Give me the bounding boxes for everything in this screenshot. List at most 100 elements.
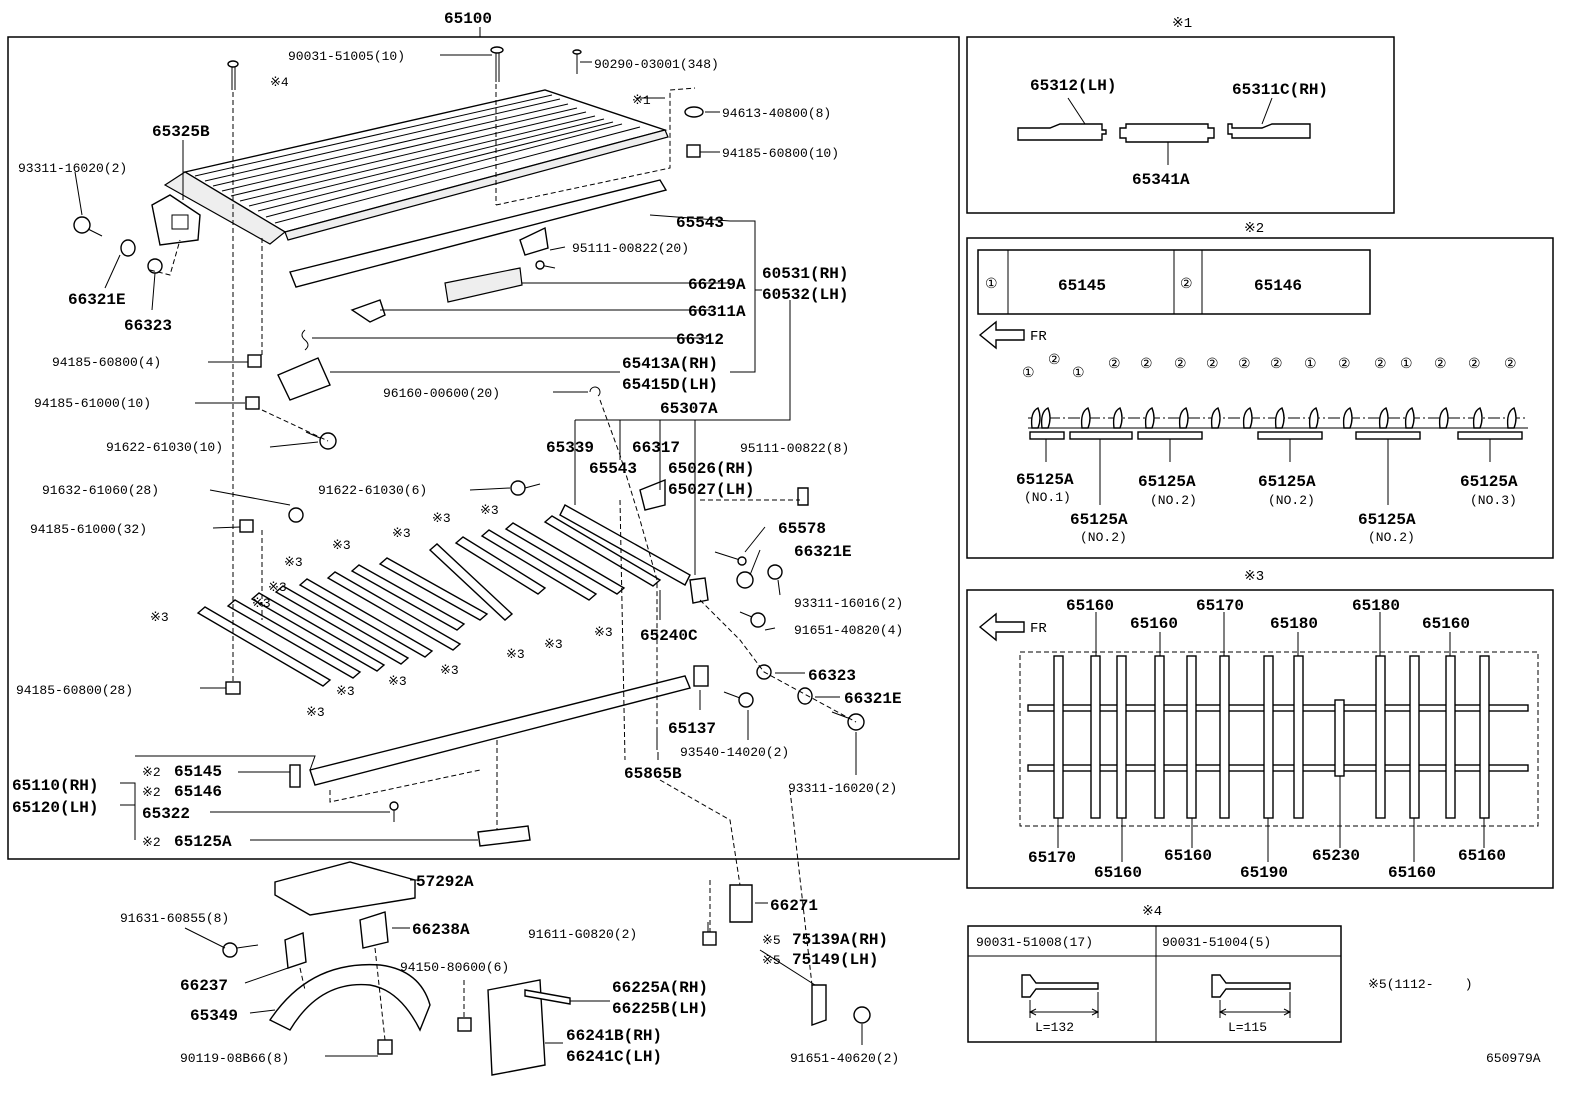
svg-text:65190: 65190 — [1240, 864, 1288, 882]
note3-title: ※3 — [1244, 569, 1264, 585]
svg-text:75149(LH): 75149(LH) — [792, 951, 878, 969]
svg-text:66219A: 66219A — [688, 276, 746, 294]
bolt-icon — [853, 1006, 871, 1024]
leader-lines — [74, 54, 863, 1057]
svg-text:60531(RH): 60531(RH) — [762, 265, 848, 283]
svg-text:94185-61000(32): 94185-61000(32) — [30, 522, 147, 537]
svg-text:93311-16020(2): 93311-16020(2) — [788, 781, 897, 796]
svg-text:93311-16020(2): 93311-16020(2) — [18, 161, 127, 176]
svg-text:※5: ※5 — [762, 933, 781, 948]
svg-text:②: ② — [1468, 357, 1481, 373]
svg-text:65125A: 65125A — [1070, 511, 1128, 529]
washer-icon — [147, 258, 163, 274]
svg-text:(NO.1): (NO.1) — [1024, 490, 1071, 505]
svg-text:65240C: 65240C — [640, 627, 698, 645]
bolt-icon — [1021, 974, 1100, 1018]
collar-icon — [120, 239, 136, 257]
svg-text:91622-61030(10): 91622-61030(10) — [106, 440, 223, 455]
main-panel-frame — [7, 36, 960, 860]
svg-text:65415D(LH): 65415D(LH) — [622, 376, 718, 394]
svg-text:57292A: 57292A — [416, 873, 474, 891]
note2-legend-part-1: 65145 — [1058, 277, 1106, 295]
svg-text:65160: 65160 — [1458, 847, 1506, 865]
svg-text:※3: ※3 — [506, 647, 525, 662]
bolt-icon — [1211, 974, 1292, 1018]
svg-text:※2: ※2 — [142, 765, 161, 780]
svg-text:95111-00822(8): 95111-00822(8) — [740, 441, 849, 456]
svg-text:65543: 65543 — [676, 214, 724, 232]
svg-text:66321E: 66321E — [794, 543, 852, 561]
svg-text:66241C(LH): 66241C(LH) — [566, 1048, 662, 1066]
svg-text:65230: 65230 — [1312, 847, 1360, 865]
svg-text:(NO.2): (NO.2) — [1080, 530, 1127, 545]
note2-clips — [1030, 407, 1517, 429]
note1-left-label: 65312(LH) — [1030, 77, 1116, 95]
svg-text:65125A: 65125A — [1016, 471, 1074, 489]
note2-direction: FR — [1030, 329, 1047, 345]
washer-icon — [684, 106, 704, 118]
svg-text:②: ② — [1048, 353, 1061, 369]
svg-text:※2: ※2 — [142, 785, 161, 800]
svg-text:65339: 65339 — [546, 439, 594, 457]
svg-text:②: ② — [1108, 357, 1121, 373]
svg-text:65543: 65543 — [589, 460, 637, 478]
nut-icon — [245, 396, 260, 410]
svg-text:93540-14020(2): 93540-14020(2) — [680, 745, 789, 760]
svg-text:65145: 65145 — [174, 763, 222, 781]
bracket-66237 — [284, 932, 307, 969]
main-labels: 90031-51005(10) 90290-03001(348) ※4 ※1 9… — [12, 49, 903, 1066]
cap-icon — [289, 764, 301, 788]
svg-text:66321E: 66321E — [844, 690, 902, 708]
note4-col2-length: L=115 — [1228, 1020, 1267, 1035]
clip-icon — [301, 329, 309, 351]
svg-text:65125A: 65125A — [1460, 473, 1518, 491]
svg-text:65349: 65349 — [190, 1007, 238, 1025]
svg-text:65160: 65160 — [1066, 597, 1114, 615]
bolt-icon — [490, 46, 504, 82]
svg-text:66225B(LH): 66225B(LH) — [612, 1000, 708, 1018]
svg-text:65578: 65578 — [778, 520, 826, 538]
svg-text:65125A: 65125A — [1358, 511, 1416, 529]
bolt-icon — [767, 564, 783, 580]
collar-icon — [736, 571, 754, 589]
svg-text:②: ② — [1504, 357, 1517, 373]
note2-panel-frame — [966, 237, 1554, 559]
nut-icon — [239, 519, 254, 533]
bolt-icon — [831, 711, 865, 731]
svg-text:91631-60855(8): 91631-60855(8) — [120, 911, 229, 926]
svg-text:66238A: 66238A — [412, 921, 470, 939]
svg-text:※2: ※2 — [142, 835, 161, 850]
svg-text:※3: ※3 — [150, 610, 169, 625]
pin-icon — [589, 386, 601, 397]
svg-text:66317: 66317 — [632, 439, 680, 457]
svg-text:95111-00822(20): 95111-00822(20) — [572, 241, 689, 256]
svg-text:66241B(RH): 66241B(RH) — [566, 1027, 662, 1045]
block-icon — [693, 665, 709, 687]
bolt-icon — [510, 480, 541, 496]
plate-icon — [277, 357, 331, 401]
svg-text:※3: ※3 — [336, 684, 355, 699]
svg-text:※3: ※3 — [268, 580, 287, 595]
note2-title: ※2 — [1244, 221, 1264, 237]
svg-text:94185-60800(4): 94185-60800(4) — [52, 355, 161, 370]
svg-text:90119-08B66(8): 90119-08B66(8) — [180, 1051, 289, 1066]
svg-text:94185-61000(10): 94185-61000(10) — [34, 396, 151, 411]
svg-text:65160: 65160 — [1388, 864, 1436, 882]
note2-markers: ① ② ① ② ② ② ② ② ② ① ② ② ① ② ② ② — [1022, 353, 1517, 382]
svg-text:66323: 66323 — [808, 667, 856, 685]
bracket-66238a — [359, 911, 389, 949]
nut-icon — [225, 681, 241, 695]
svg-text:66237: 66237 — [180, 977, 228, 995]
svg-text:66271: 66271 — [770, 897, 818, 915]
note5-text: ※5(1112- ) — [1368, 977, 1473, 992]
clip-icon — [519, 226, 549, 256]
note3-cross-members — [1053, 655, 1490, 819]
note3-panel-frame — [966, 589, 1554, 889]
cover-57292a — [274, 861, 416, 916]
svg-text:①: ① — [1304, 357, 1317, 373]
note3-leaders — [1057, 612, 1485, 862]
rail-65339 — [559, 504, 691, 586]
note4-title: ※4 — [1142, 904, 1162, 920]
svg-text:②: ② — [1174, 357, 1187, 373]
